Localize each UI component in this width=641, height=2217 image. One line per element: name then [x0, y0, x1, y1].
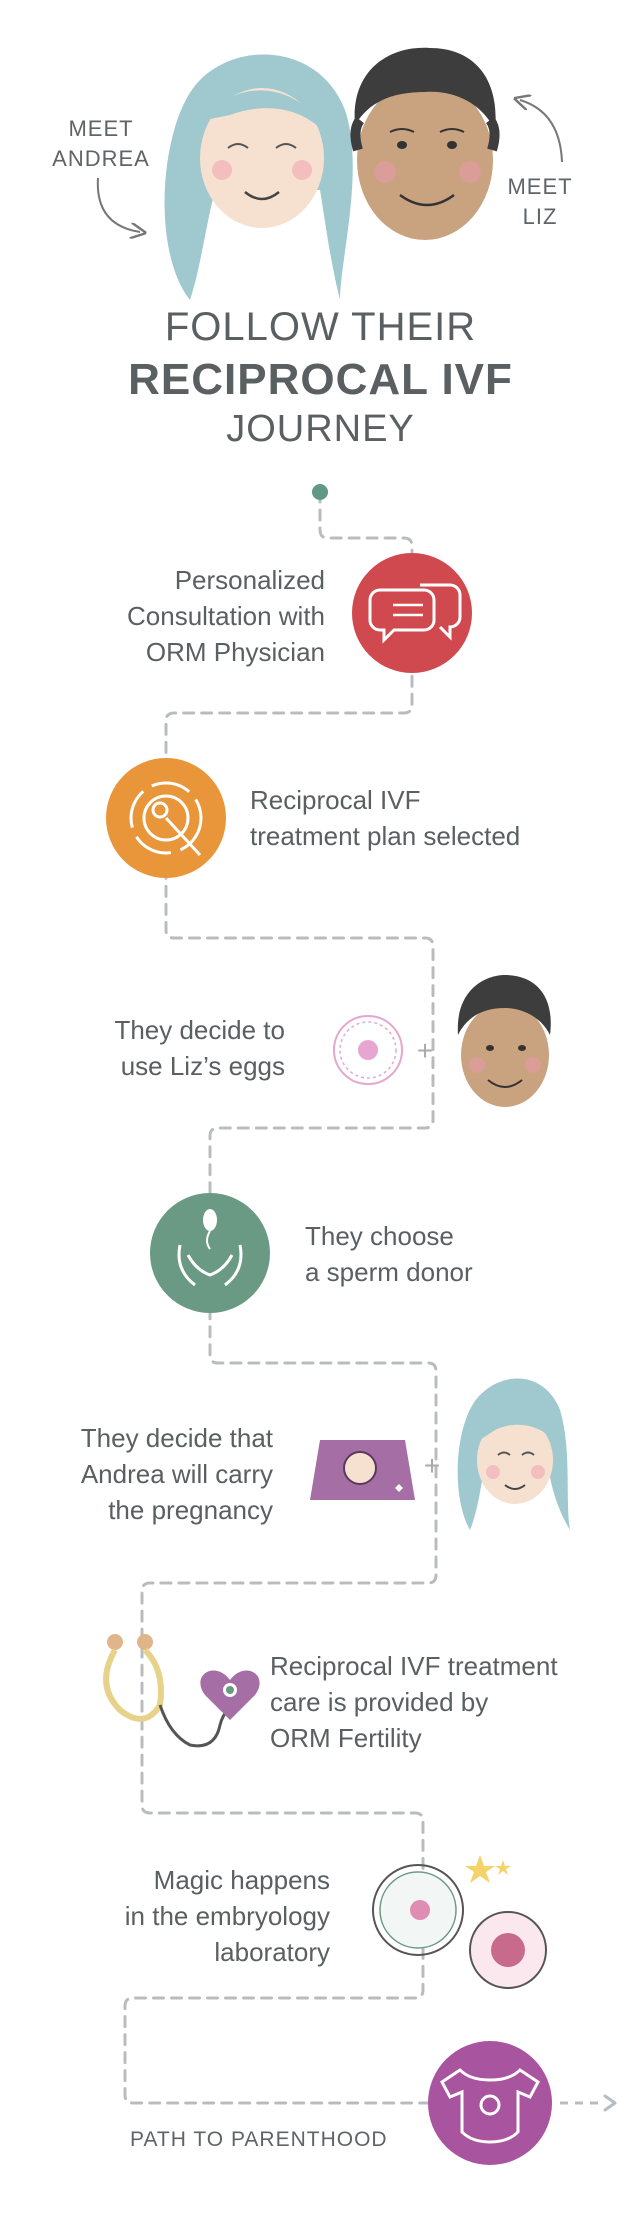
meet-andrea-label: MEET ANDREA: [52, 116, 150, 171]
step-5-text: They decide that Andrea will carry the p…: [80, 1423, 273, 1525]
plan-cycle-icon: [106, 758, 226, 878]
arrow-to-liz-icon: [520, 100, 563, 163]
andrea-portrait: [164, 54, 353, 300]
plus-sign-1: +: [417, 1035, 433, 1066]
step-6-text: Reciprocal IVF treatment care is provide…: [270, 1651, 558, 1753]
liz-portrait: [350, 47, 500, 240]
title-line-1: FOLLOW THEIR: [164, 305, 477, 349]
arrow-to-andrea-icon: [96, 177, 140, 232]
step-1-text: Personalized Consultation with ORM Physi…: [127, 565, 325, 667]
title-line-3: JOURNEY: [226, 408, 415, 450]
step-4-text: They choose a sperm donor: [305, 1221, 473, 1287]
speech-bubbles-icon: [352, 553, 472, 673]
onesie-icon: [428, 2041, 552, 2165]
path-to-parenthood-label: PATH TO PARENTHOOD: [130, 2128, 388, 2151]
journey-path: [123, 490, 438, 2105]
egg-icon: [333, 1015, 403, 1085]
liz-small-portrait: [457, 975, 551, 1107]
meet-liz-label: MEET LIZ: [507, 174, 573, 229]
stethoscope-icon: [103, 1634, 260, 1748]
hands-sperm-icon: [150, 1193, 270, 1313]
step-7-text: Magic happens in the embryology laborato…: [124, 1865, 330, 1967]
title-line-2: RECIPROCAL IVF: [128, 355, 513, 404]
petri-dish-icon: [372, 1855, 547, 1989]
andrea-small-portrait: [457, 1378, 570, 1530]
step-2-text: Reciprocal IVF treatment plan selected: [250, 785, 521, 851]
path-start-dot: [312, 484, 328, 500]
step-3-text: They decide to use Liz’s eggs: [114, 1015, 285, 1081]
plus-sign-2: +: [424, 1450, 440, 1481]
ultrasound-icon: [310, 1440, 415, 1500]
path-arrowhead-icon: [603, 2094, 617, 2112]
